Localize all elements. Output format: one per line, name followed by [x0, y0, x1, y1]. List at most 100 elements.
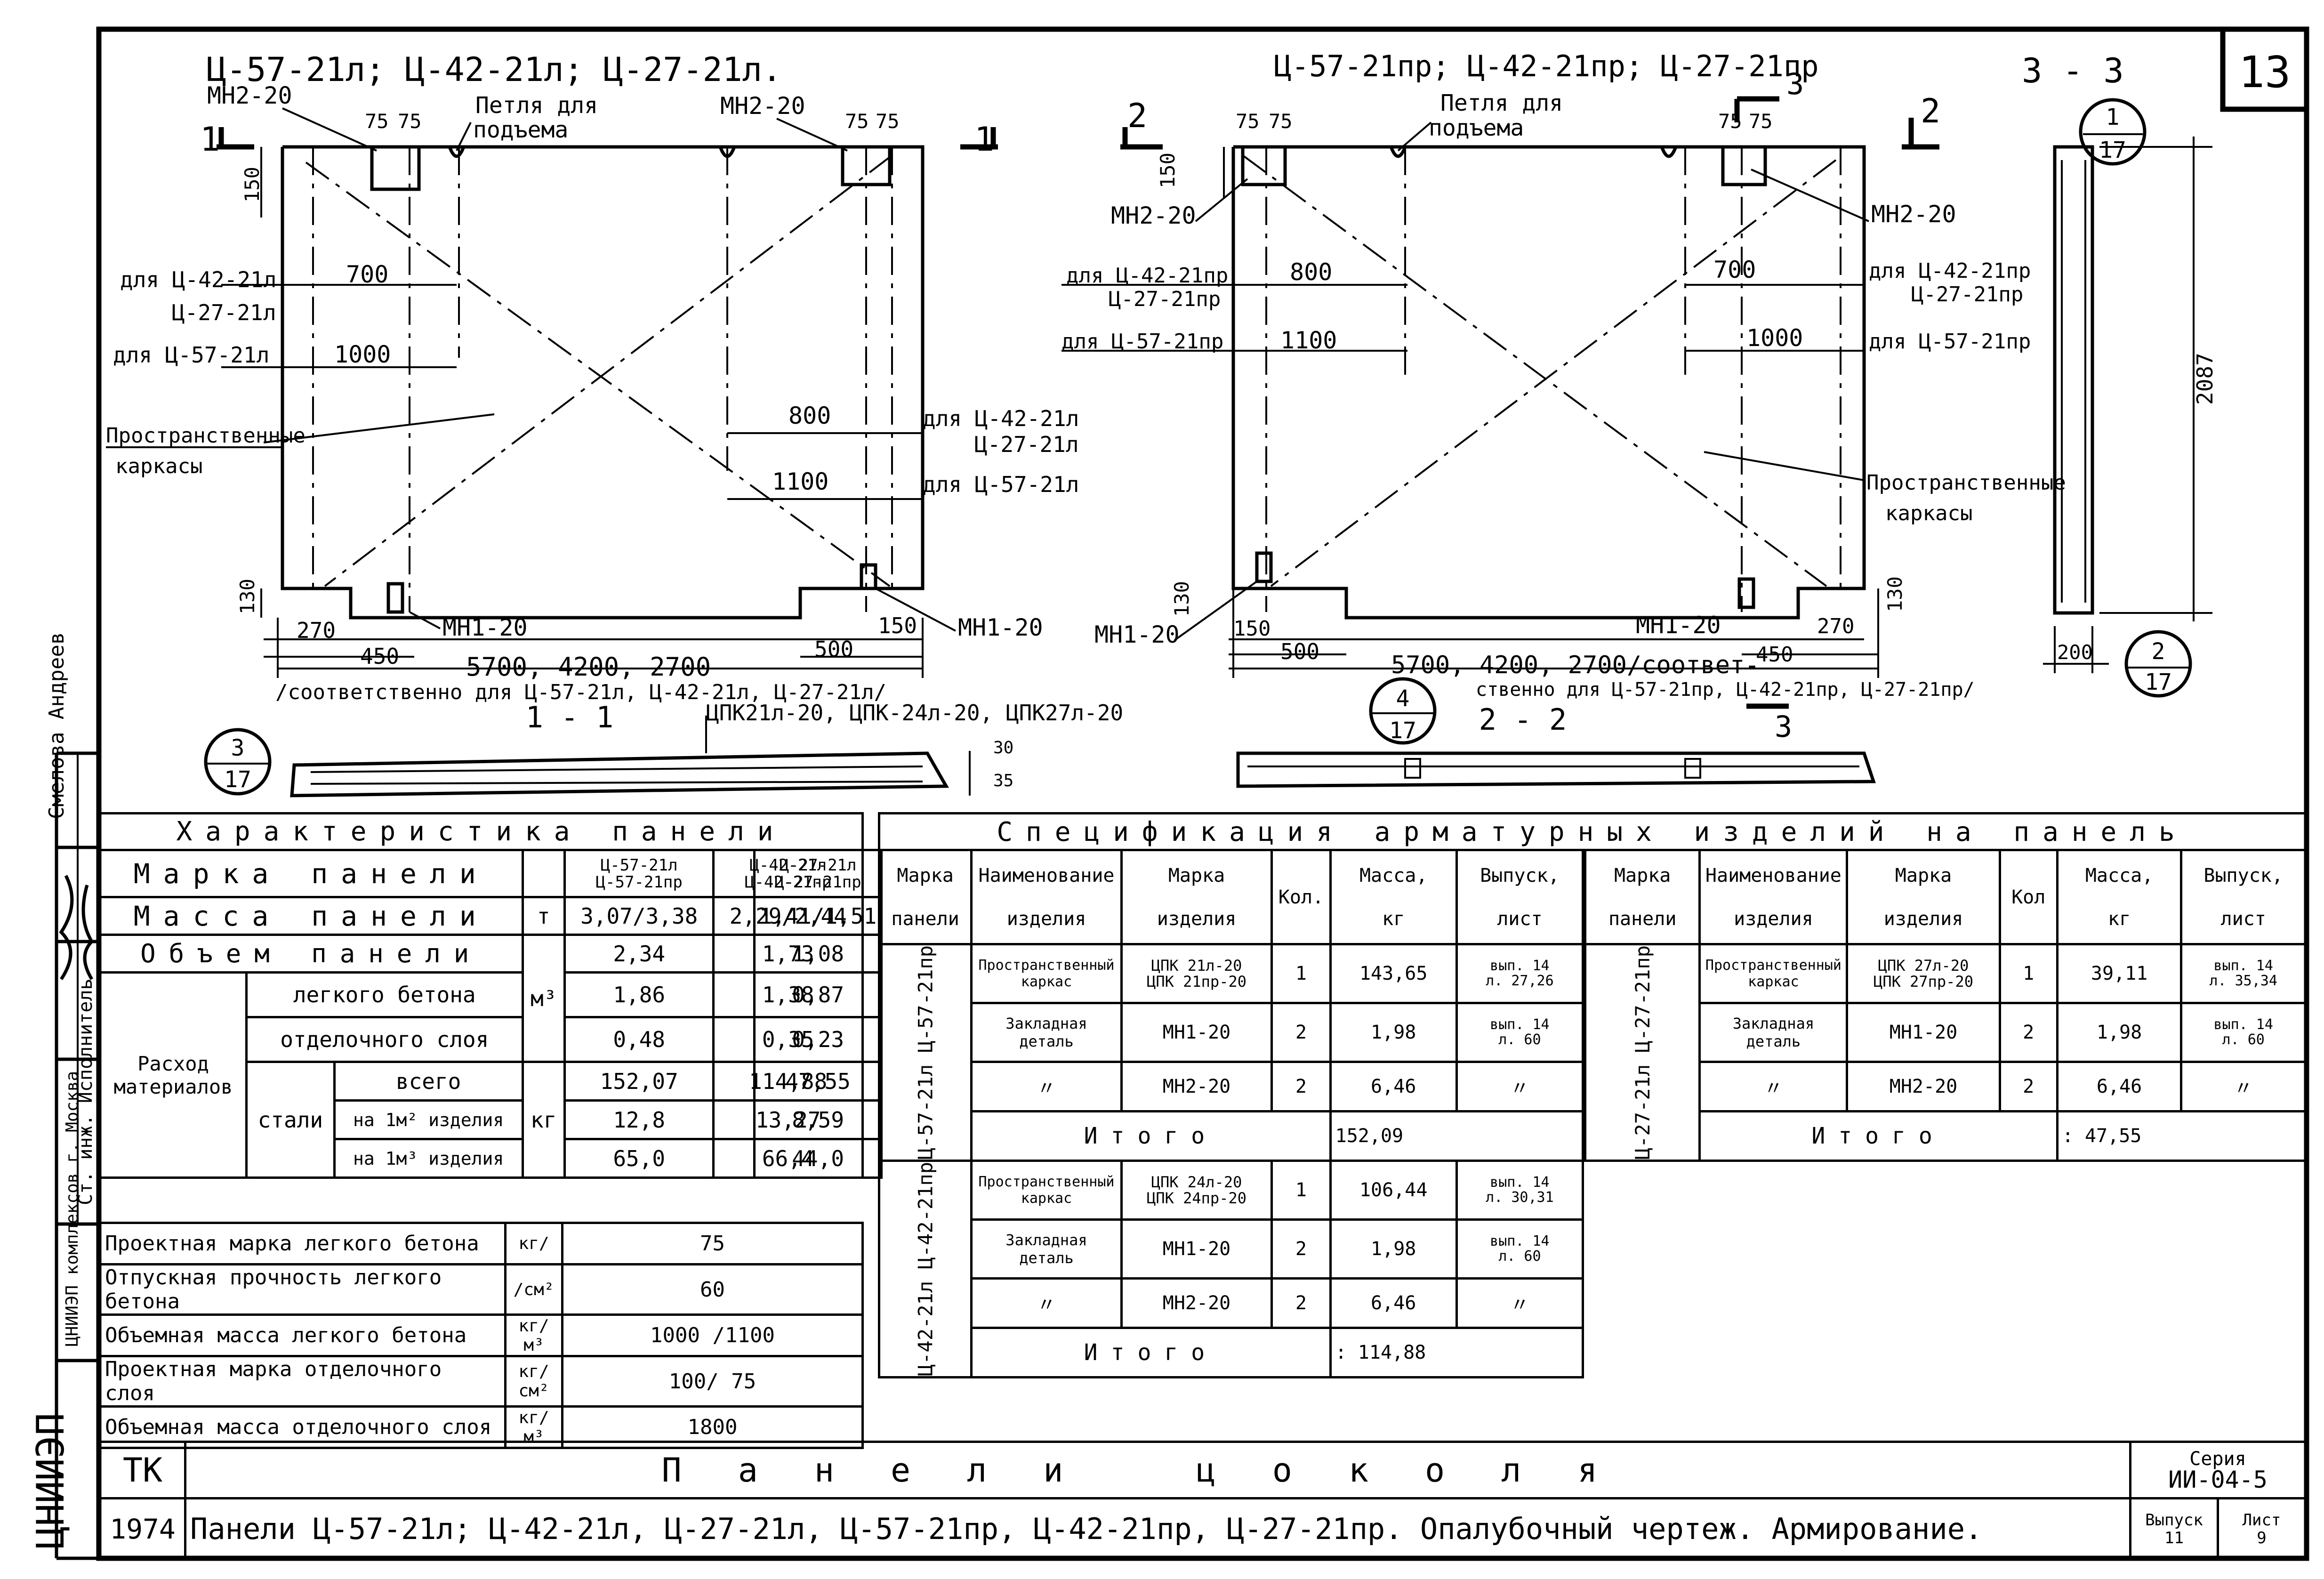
note-for-57: для Ц-57-21пр	[1061, 330, 1223, 354]
hdr-issue2: лист	[2220, 908, 2266, 930]
loop-label-2: подъема	[473, 117, 568, 143]
item-mass: 6,46	[2056, 1060, 2183, 1112]
ref-den: 17	[224, 766, 251, 793]
note-for-27-right: Ц-27-21пр	[1911, 282, 2023, 306]
item-qty: 1	[1271, 1160, 1332, 1221]
cut-mark-3-top: 3	[1786, 67, 1804, 101]
mn1-label-right: МН1-20	[1636, 612, 1721, 639]
dim-200: 200	[2057, 641, 2093, 664]
concrete-params-table: Проектная марка легкого бетона кг/ 75 От…	[99, 1222, 864, 1449]
item-issue: вып. 14 л. 60	[2180, 1001, 2307, 1063]
spatial-frames-label-2: каркасы	[115, 454, 202, 478]
finish-57: 0,48	[563, 1016, 715, 1063]
dim-130: 130	[1170, 581, 1193, 617]
dim-75: 75	[845, 110, 869, 133]
param-label: Отпускная прочность легкого бетона	[99, 1263, 507, 1316]
spatial-frames-label-2: каркасы	[1885, 501, 1972, 525]
note-for-42-27-right: для Ц-42-21л	[923, 406, 1079, 431]
dim-1100: 1100	[772, 468, 828, 495]
dim-75: 75	[1749, 110, 1773, 133]
item-qty: 2	[1998, 1001, 2059, 1063]
item-mass: 1,98	[2056, 1001, 2183, 1063]
hdr-issue2: лист	[1497, 908, 1543, 930]
hdr-imark2: изделия	[1883, 908, 1963, 930]
item-qty: 2	[1271, 1277, 1332, 1329]
param-label: Проектная марка отделочного слоя	[99, 1355, 507, 1408]
steel-unit: кг	[521, 1061, 566, 1179]
dim-75: 75	[876, 110, 900, 133]
total-value: : 114,88	[1329, 1327, 1584, 1379]
per-m3-57: 65,0	[563, 1138, 715, 1179]
steel-label: стали	[245, 1061, 336, 1179]
per-m2-27: 8,59	[753, 1099, 883, 1140]
item-qty: 2	[1271, 1001, 1332, 1063]
dim-35: 35	[993, 771, 1013, 790]
item-qty: 1	[1271, 943, 1332, 1004]
param-label: Объемная масса легкого бетона	[99, 1313, 507, 1357]
total-label: Итого	[1698, 1110, 2059, 1162]
hdr-mass2: кг	[2107, 908, 2131, 930]
ref-den: 17	[2145, 669, 2172, 695]
item-mass: 6,46	[1329, 1277, 1458, 1329]
item-mass: 1,98	[1329, 1001, 1458, 1063]
steel-total-label: всего	[333, 1061, 524, 1102]
item-mark: МН1-20	[1120, 1218, 1273, 1280]
mn2-label: МН2-20	[1111, 202, 1196, 229]
per-m2-57: 12,8	[563, 1099, 715, 1140]
dim-150: 150	[1156, 153, 1179, 188]
mass-unit: т	[521, 896, 566, 936]
section-3-3-title: 3 - 3	[2022, 51, 2124, 90]
dim-75: 75	[1269, 110, 1293, 133]
param-value: 1000 /1100	[561, 1313, 864, 1357]
note-for-27: Ц-27-21л	[172, 300, 276, 325]
mark-col-27: Ц-27-21л Ц-27-21пр	[753, 849, 883, 898]
dim-500: 500	[814, 636, 853, 662]
total-value: : 47,55	[2056, 1110, 2307, 1162]
issue-label: Выпуск	[2145, 1510, 2203, 1530]
item-issue: 〃	[1455, 1277, 1584, 1329]
item-mass: 39,11	[2056, 943, 2183, 1004]
dim-2087: 2087	[2192, 353, 2218, 405]
hdr-panel: панели	[891, 908, 959, 930]
dim-150-bottom: 150	[878, 613, 917, 638]
hdr-mark: Марка	[897, 864, 954, 886]
item-mass: 1,98	[1329, 1218, 1458, 1280]
note-for-42-27-right: для Ц-42-21пр	[1869, 259, 2031, 283]
param-unit: кг/м³	[504, 1405, 563, 1449]
stamp-roles: Ст. инж. Исполнитель	[75, 978, 96, 1205]
right-drawing-title: Ц-57-21пр; Ц-42-21пр; Ц-27-21пр	[1274, 49, 1818, 83]
hdr-imark: Марка	[1168, 864, 1225, 886]
finish-27: 0,23	[753, 1016, 883, 1063]
dim-700: 700	[1713, 256, 1756, 283]
year: 1974	[99, 1497, 186, 1561]
hdr-name2: изделия	[1734, 908, 1813, 930]
series-label: Серия	[2189, 1448, 2246, 1470]
finishing-label: отделочного слоя	[245, 1016, 524, 1063]
hdr-name2: изделия	[1006, 908, 1086, 930]
left-panel-drawing: Ц-57-21л; Ц-42-21л; Ц-27-21л.	[106, 50, 1079, 704]
item-issue: вып. 14 л. 30,31	[1455, 1160, 1584, 1221]
per-m2-label: на 1м² изделия	[333, 1099, 524, 1140]
loop-label-1: Петля для	[1440, 90, 1563, 116]
dim-150-bottom: 150	[1233, 617, 1271, 641]
signature-1	[59, 875, 74, 980]
length-note: ственно для Ц-57-21пр, Ц-42-21пр, Ц-27-2…	[1476, 679, 1975, 701]
mark-panel-label: Марка панели	[99, 849, 524, 898]
note-for-42-27: для Ц-42-21л	[120, 267, 276, 292]
total-value: 152,09	[1329, 1110, 1584, 1162]
dim-800: 800	[1290, 258, 1332, 286]
dim-75: 75	[398, 110, 422, 133]
item-name: Пространственный каркас	[970, 1160, 1123, 1221]
total-57: 152,07	[563, 1061, 715, 1102]
expense-label: Расход материалов	[99, 971, 248, 1179]
item-name: 〃	[970, 1060, 1123, 1112]
left-drawing-title: Ц-57-21л; Ц-42-21л; Ц-27-21л.	[207, 50, 782, 89]
frames-label: ЦПК21л-20, ЦПК-24л-20, ЦПК27л-20	[706, 700, 1123, 725]
group-a-panel: Ц-57-21л Ц-57-21пр	[879, 944, 972, 1161]
sheet-subtitle: Панели Ц-57-21л; Ц-42-21л, Ц-27-21л, Ц-5…	[184, 1497, 2131, 1561]
mark-col-57: Ц-57-21л Ц-57-21пр	[563, 849, 715, 898]
dim-130: 130	[236, 579, 259, 614]
item-mark: МН2-20	[1120, 1277, 1273, 1329]
